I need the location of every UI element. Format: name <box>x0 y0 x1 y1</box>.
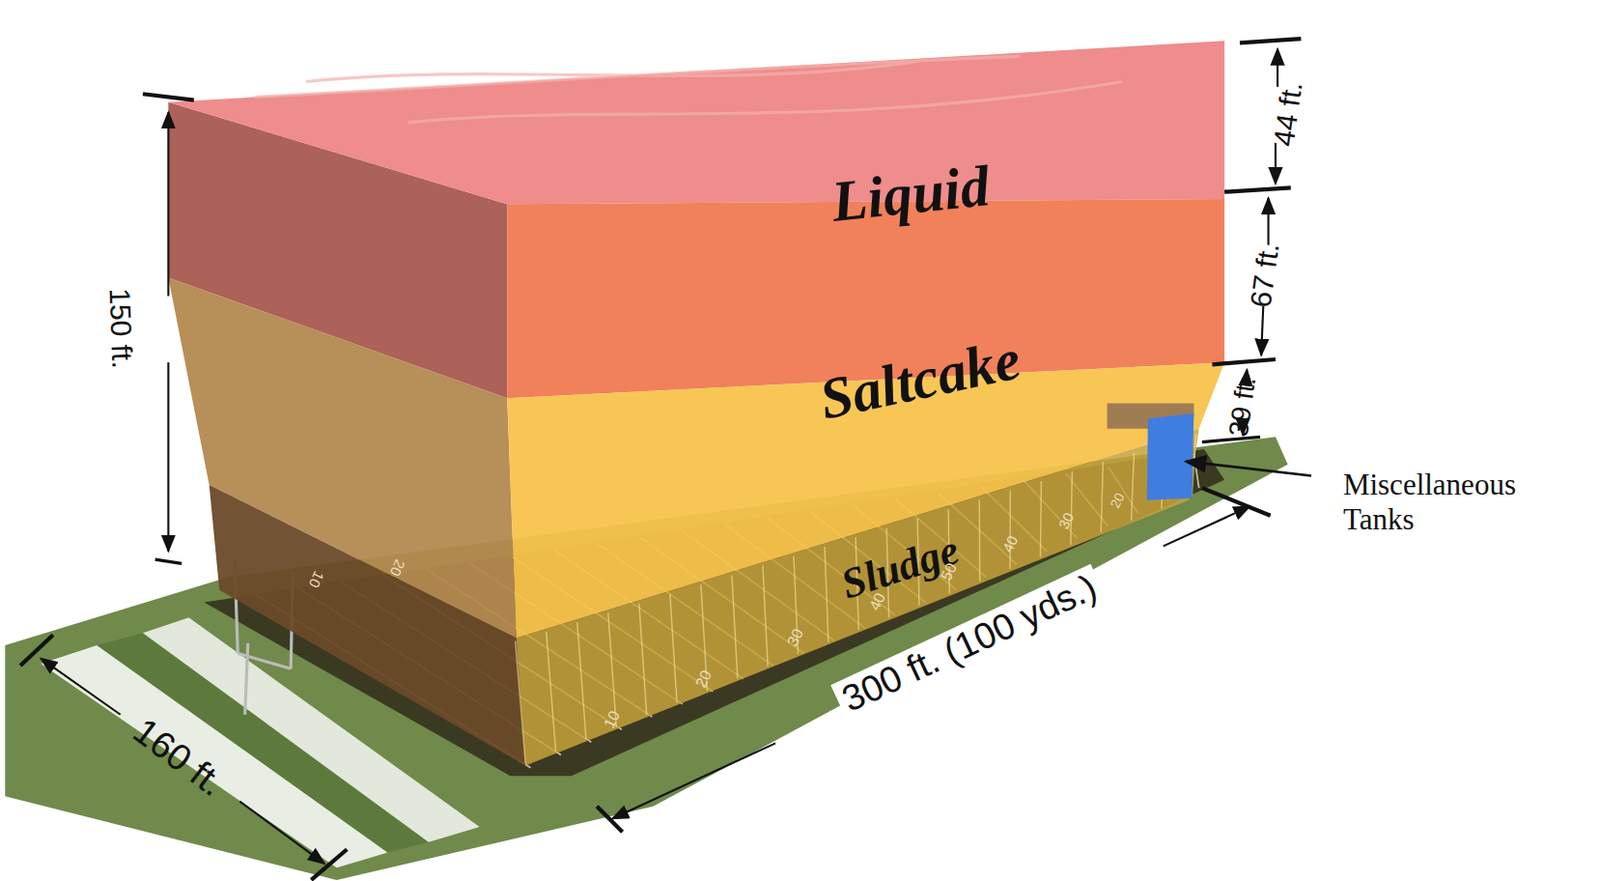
yard-line <box>1070 471 1073 545</box>
yard-line <box>731 574 738 678</box>
dimension-label: 39 ft. <box>1223 374 1263 439</box>
yard-line <box>546 631 557 752</box>
yard-line <box>515 641 527 764</box>
yard-line <box>1009 490 1011 569</box>
callout-label: Miscellaneous Tanks <box>1343 467 1566 536</box>
yard-line <box>670 593 677 703</box>
yard-line <box>577 621 587 739</box>
dimension-label: 44 ft. <box>1266 80 1309 149</box>
dimension-label: 150 ft. <box>102 287 139 370</box>
yard-line <box>639 603 647 715</box>
yard-line <box>979 499 982 581</box>
dimension-label: 67 ft. <box>1244 241 1287 310</box>
yard-line <box>1039 480 1042 558</box>
yard-line <box>1131 452 1135 521</box>
yard-line <box>762 565 768 667</box>
yard-line <box>824 546 829 642</box>
yard-line <box>1100 461 1103 533</box>
